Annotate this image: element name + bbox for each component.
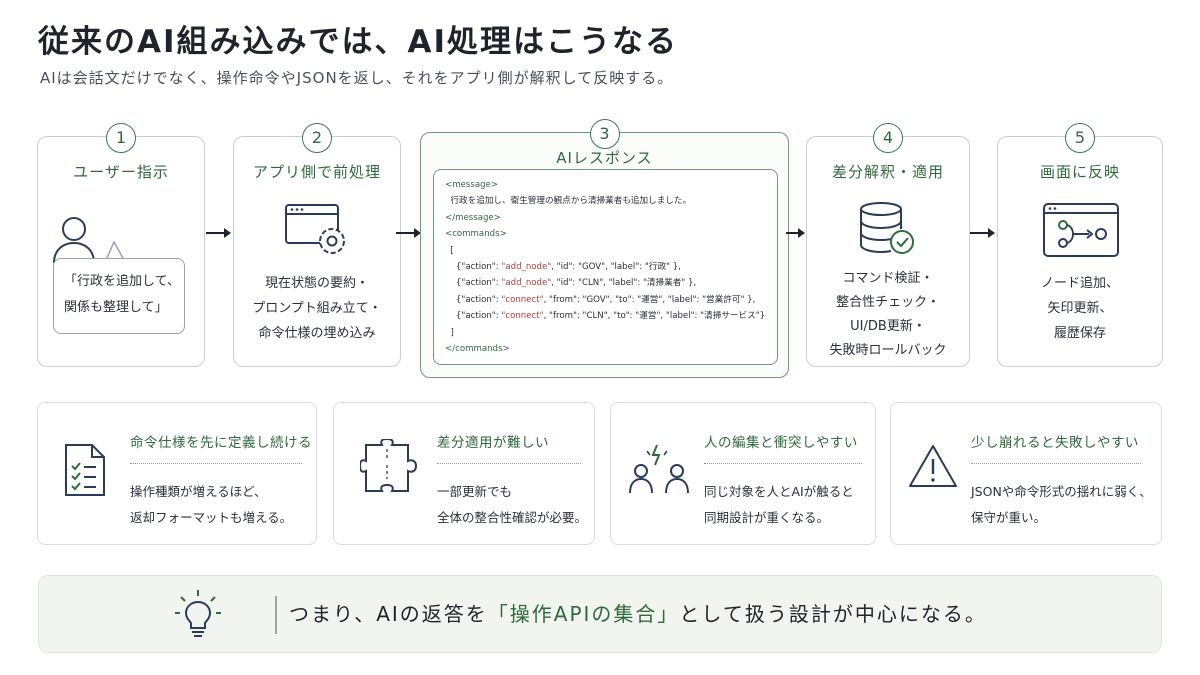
dotted-divider	[971, 463, 1141, 464]
issue-card-1: 命令仕様を先に定義し続ける 操作種類が増えるほど、 返却フォーマットも増える。	[37, 402, 317, 545]
issue-title: 少し崩れると失敗しやすい	[971, 435, 1139, 451]
issue-card-3: 人の編集と衝突しやすい 同じ対象を人とAIが触ると 同期設計が重くなる。	[610, 402, 876, 545]
puzzle-icon	[360, 439, 418, 492]
code-line: {"action":	[445, 311, 502, 322]
step-number-badge: 5	[1065, 123, 1095, 153]
conclusion-banner: つまり、AIの返答を「操作APIの集合」として扱う設計が中心になる。	[38, 575, 1162, 653]
step-number-badge: 3	[589, 119, 620, 149]
code-line: {"action":	[445, 278, 502, 289]
code-tag: </commands>	[445, 344, 510, 355]
checklist-document-icon	[65, 444, 105, 496]
step-description: コマンド検証・ 整合性チェック・ UI/DB更新・ 失敗時ロールバック	[829, 271, 947, 358]
issue-title: 差分適用が難しい	[437, 435, 549, 451]
step-card-2: 2 アプリ側で前処理 現在状態の要約・ プロンプト組み立て・ 命令仕様の埋め込み	[233, 123, 401, 367]
user-icon	[53, 217, 95, 264]
code-line-rest: , "from": "GOV", "to": "運営", "label": "営…	[543, 294, 756, 305]
step-title: アプリ側で前処理	[252, 163, 381, 181]
code-line: {"action":	[445, 294, 502, 305]
step-card-5: 5 画面に反映 ノード追加、 矢印更新、 履歴保存	[997, 123, 1163, 367]
code-tag: </message>	[445, 212, 501, 223]
issue-title: 命令仕様を先に定義し続ける	[130, 435, 312, 451]
step-number-badge: 4	[873, 123, 903, 153]
issue-card-2: 差分適用が難しい 一部更新でも 全体の整合性確認が必要。	[333, 402, 595, 545]
arrow-right-icon	[970, 228, 995, 238]
code-action-value: "add_node"	[501, 262, 552, 273]
code-action-value: "connect"	[501, 294, 544, 305]
issue-description: 同じ対象を人とAIが触ると 同期設計が重くなる。	[704, 484, 854, 525]
code-action-value: "connect"	[501, 311, 544, 322]
issue-description: JSONや命令形式の揺れに弱く、 保守が重い。	[971, 484, 1152, 525]
code-action-value: "add_node"	[501, 278, 552, 289]
step-title: AIレスポンス	[556, 149, 653, 167]
code-message-text: 行政を追加し、衛生管理の観点から清掃業者も追加しました。	[445, 196, 692, 207]
database-check-icon	[860, 202, 914, 254]
user-instruction-bubble: 「行政を追加して、 関係も整理して」	[53, 258, 185, 334]
speech-bubble-tail	[105, 240, 125, 261]
people-conflict-icon	[629, 444, 689, 494]
code-line-rest: , "id": "GOV", "label": "行政" },	[551, 262, 681, 273]
vertical-divider	[275, 596, 277, 634]
dotted-divider	[437, 463, 581, 464]
conclusion-text: つまり、AIの返答を「操作APIの集合」として扱う設計が中心になる。	[289, 598, 987, 627]
step-card-3: 3 AIレスポンス <message> 行政を追加し、衛生管理の観点から清掃業者…	[420, 119, 789, 378]
step-number-badge: 2	[302, 123, 332, 153]
step-number-badge: 1	[106, 123, 136, 153]
issue-card-4: 少し崩れると失敗しやすい JSONや命令形式の揺れに弱く、 保守が重い。	[890, 402, 1162, 545]
step-description: ノード追加、 矢印更新、 履歴保存	[1040, 276, 1119, 341]
dotted-divider	[130, 463, 302, 464]
conclusion-prefix: つまり、AIの返答を	[289, 602, 488, 626]
ai-response-code-block: <message> 行政を追加し、衛生管理の観点から清掃業者も追加しました。 <…	[433, 169, 778, 365]
page-subtitle: AIは会話文だけでなく、操作命令やJSONを返し、それをアプリ側が解釈して反映す…	[40, 69, 674, 87]
code-bracket: ]	[445, 327, 454, 338]
conclusion-suffix: として扱う設計が中心になる。	[679, 602, 987, 626]
code-line-rest: , "id": "CLN", "label": "清掃業者" },	[551, 278, 697, 289]
code-line-rest: , "from": "CLN", "to": "運営", "label": "清…	[543, 311, 766, 322]
arrow-right-icon	[396, 228, 421, 238]
arrow-right-icon	[786, 228, 805, 238]
page-title: 従来のAI組み込みでは、AI処理はこうなる	[38, 24, 679, 60]
issue-description: 操作種類が増えるほど、 返却フォーマットも増える。	[130, 484, 293, 525]
arrow-right-icon	[206, 228, 231, 238]
step-title: 画面に反映	[1039, 163, 1120, 181]
step-card-4: 4 差分解釈・適用 コマンド検証・ 整合性チェック・ UI/DB更新・ 失敗時ロ…	[806, 123, 970, 367]
conclusion-emphasis: 「操作APIの集合」	[487, 602, 680, 626]
dotted-divider	[704, 463, 862, 464]
settings-window-icon	[285, 204, 345, 254]
step-title: ユーザー指示	[73, 163, 169, 181]
code-tag: <commands>	[445, 229, 507, 240]
issue-title: 人の編集と衝突しやすい	[704, 435, 858, 451]
code-tag: <message>	[445, 180, 499, 190]
warning-icon	[909, 445, 957, 487]
step-description: 現在状態の要約・ プロンプト組み立て・ 命令仕様の埋め込み	[252, 276, 382, 341]
issue-description: 一部更新でも 全体の整合性確認が必要。	[437, 484, 588, 525]
screen-graph-icon	[1043, 203, 1119, 257]
lightbulb-icon	[175, 590, 221, 637]
step-title: 差分解釈・適用	[831, 163, 944, 181]
code-line: {"action":	[445, 262, 502, 273]
code-bracket: [	[445, 245, 454, 256]
